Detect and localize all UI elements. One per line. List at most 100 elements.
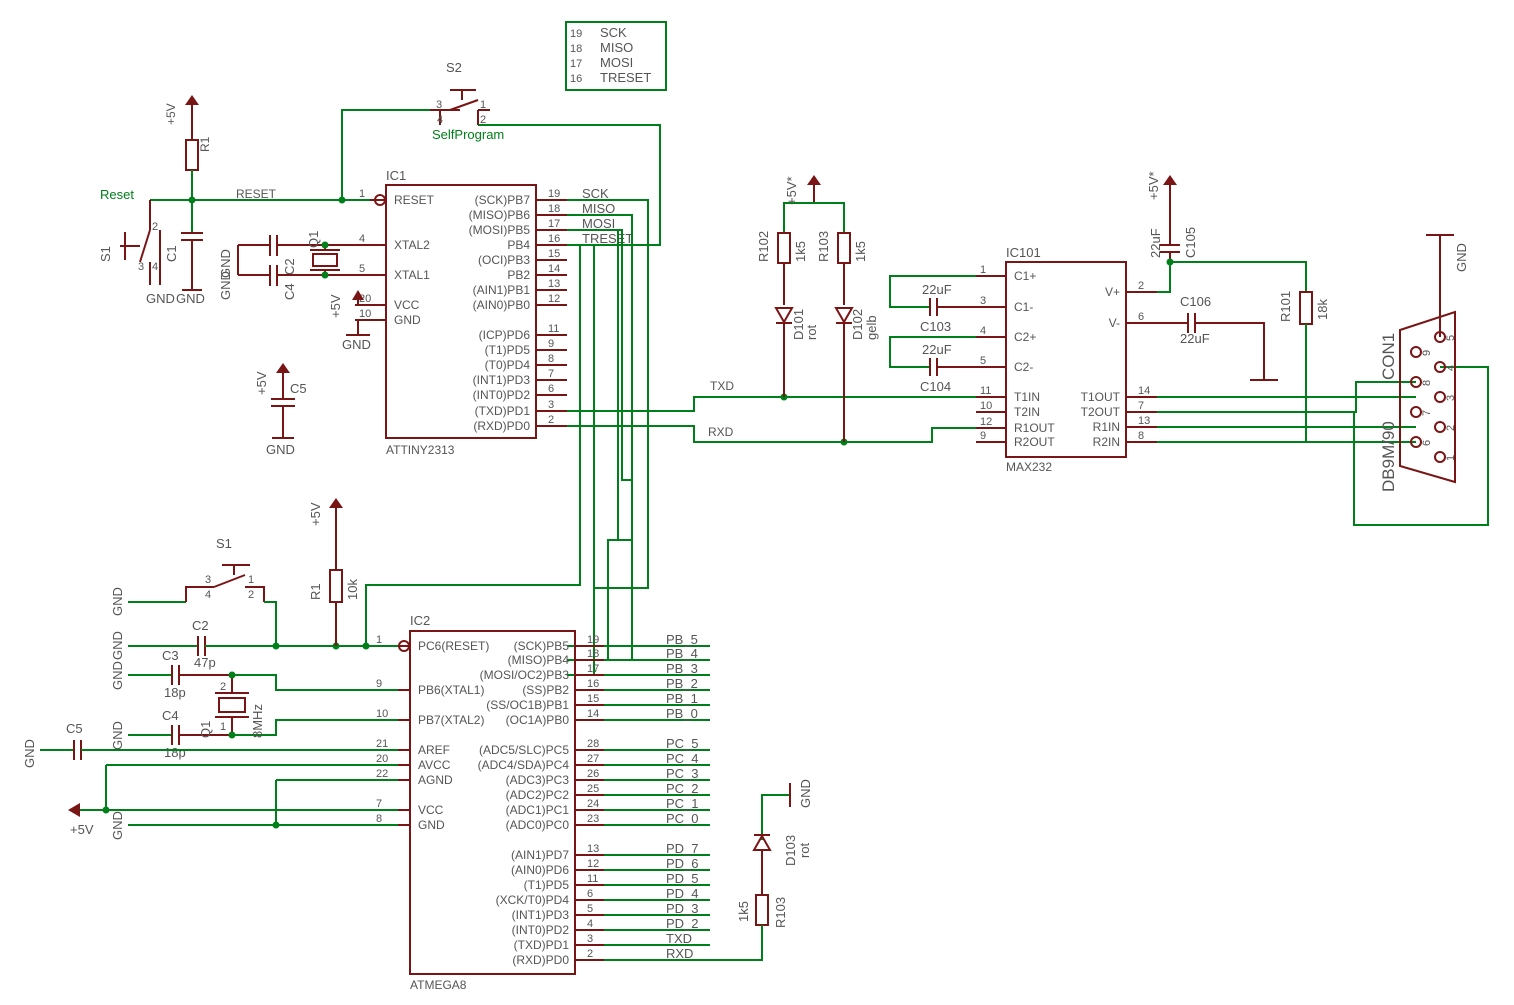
r103b-name: R103: [773, 897, 788, 928]
pin-label: (T0)PD4: [485, 358, 531, 372]
db9-pin: [1434, 331, 1446, 343]
s1-switch: S1 GND 3 4 2: [98, 200, 175, 306]
net-label: PD_7: [666, 841, 699, 856]
pin-label: AREF: [418, 743, 450, 757]
c103-c104: 22uF C103 22uF C104: [889, 275, 976, 394]
net-mosi: MOSI: [582, 216, 615, 231]
pin-number: 19: [548, 188, 560, 200]
pin-label: (MOSI)PB5: [469, 223, 531, 237]
ic1-value: ATTINY2313: [386, 443, 455, 457]
isp-signal: MOSI: [600, 55, 633, 70]
pin-number: 14: [587, 708, 599, 720]
db9-pin: [1410, 436, 1422, 448]
wire-reset-ic2: [365, 244, 581, 645]
pin-number: 12: [980, 416, 992, 428]
d103-name: D103: [783, 835, 798, 866]
pin-number: 16: [587, 678, 599, 690]
pin-number: 7: [376, 798, 382, 810]
gnd-label: GND: [146, 291, 175, 306]
gnd-label: GND: [110, 631, 125, 660]
pin-label: (SCK)PB7: [475, 193, 531, 207]
pin-number: 8: [548, 353, 554, 365]
db9-pin-number: 8: [1421, 380, 1433, 386]
pin-number: 4: [359, 233, 365, 245]
c4b-value: 18p: [164, 745, 186, 760]
db9-pin-number: 9: [1421, 350, 1433, 356]
r1: +5V R1: [164, 95, 212, 200]
svg-text:1: 1: [248, 574, 254, 586]
net-label: PC_0: [666, 811, 699, 826]
pin-label: (ADC0)PC0: [506, 818, 570, 832]
pin-number: 14: [548, 263, 560, 275]
gnd-label: GND: [798, 779, 813, 808]
pin-number: 20: [376, 753, 388, 765]
xtal-ic2: C3 18p C4 18p Q1 8MHz 2 1 GND: [110, 648, 398, 760]
ic101-body: [1005, 261, 1127, 458]
wire-rxd: [567, 425, 976, 443]
pin-number: 4: [980, 325, 986, 337]
c1-name: C1: [164, 245, 179, 262]
gnd-label: GND: [1454, 243, 1469, 272]
gnd-label: GND: [218, 249, 233, 278]
pin-label: (ADC5/SLC)PC5: [479, 743, 569, 757]
net-label: PD_4: [666, 886, 699, 901]
pin-label: (TXD)PD1: [514, 938, 570, 952]
pin-number: 1: [359, 188, 365, 200]
pin-number: 8: [1138, 430, 1144, 442]
pin-number: 28: [587, 738, 599, 750]
net-label: RXD: [666, 946, 693, 961]
gnd-label: GND: [22, 739, 37, 768]
pin-label: XTAL2: [394, 238, 430, 252]
pin-label: (AIN0)PD6: [511, 863, 569, 877]
pin-number: 3: [587, 933, 593, 945]
pin-number: 6: [548, 383, 554, 395]
c2b-value: 47p: [194, 655, 216, 670]
pin-label: (INT1)PD3: [473, 373, 531, 387]
pin-number: 5: [980, 355, 986, 367]
net-label: PB_1: [666, 691, 698, 706]
pin-label: (TXD)PD1: [475, 404, 531, 418]
pin-number: 5: [587, 903, 593, 915]
xtal-ic1: GND GND C2 C4 Q1: [218, 231, 370, 300]
net-reset-left: Reset: [100, 187, 134, 202]
pin-label: VCC: [394, 298, 420, 312]
wire-treset: [478, 124, 661, 246]
pin-number: 14: [1138, 385, 1150, 397]
pin-label: GND: [418, 818, 445, 832]
pin-label: (ICP)PD6: [479, 328, 531, 342]
pin-number: 13: [1138, 415, 1150, 427]
isp-signal: SCK: [600, 25, 627, 40]
net-label: PC_1: [666, 796, 699, 811]
pin-number: 24: [587, 798, 599, 810]
svg-text:4: 4: [205, 589, 211, 601]
pin-label: T1IN: [1014, 390, 1040, 404]
pin-label: (ADC4/SDA)PC4: [478, 758, 570, 772]
r1-name: R1: [198, 136, 212, 152]
pin-label: (XCK/T0)PD4: [496, 893, 570, 907]
plus5v-arrow-icon: [1163, 175, 1177, 185]
db9-pin: [1434, 391, 1446, 403]
net-label: PD_3: [666, 901, 699, 916]
led-indicators: +5V* R102 1k5 R103 1k5 D101 rot D102 gel…: [756, 175, 879, 442]
net-label: PB_0: [666, 706, 698, 721]
plus5v-arrow-icon: [276, 363, 290, 373]
pin-number: 21: [376, 738, 388, 750]
pin-number: 17: [548, 218, 560, 230]
wire-miso-b: [567, 229, 633, 660]
pin-number: 10: [980, 400, 992, 412]
db9-pin-number: 6: [1421, 440, 1433, 446]
pin-label: (SCK)PB5: [514, 639, 570, 653]
svg-text:2: 2: [152, 221, 158, 233]
r102-name: R102: [756, 231, 771, 262]
pin-label: (ADC1)PC1: [506, 803, 570, 817]
pin-label: (OCI)PB3: [478, 253, 530, 267]
pin-number: 12: [548, 293, 560, 305]
pin-number: 23: [587, 813, 599, 825]
svg-text:4: 4: [152, 261, 158, 273]
plus5v-arrow-icon: [68, 803, 80, 817]
pin-label: (MISO)PB6: [469, 208, 531, 222]
pin-number: 25: [587, 783, 599, 795]
